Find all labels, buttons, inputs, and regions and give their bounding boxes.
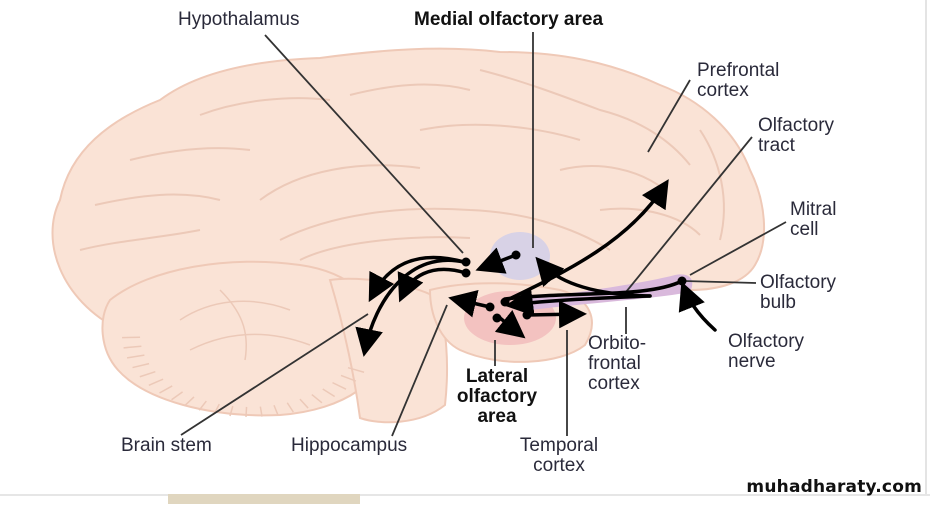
- page-edge-right: [925, 0, 927, 494]
- brain-stem-shape: [330, 279, 447, 423]
- figure-caption-tab: [168, 494, 360, 504]
- neuron-dot: [678, 277, 687, 286]
- label-prefrontal-cortex: Prefrontal cortex: [697, 61, 779, 101]
- pathway-olfactory-nerve: [684, 288, 715, 330]
- label-temporal-cortex: Temporal cortex: [498, 436, 620, 476]
- neuron-dot: [523, 311, 532, 320]
- label-olfactory-bulb: Olfactory bulb: [760, 273, 836, 313]
- label-olfactory-tract: Olfactory tract: [758, 116, 834, 156]
- label-hippocampus: Hippocampus: [291, 436, 407, 456]
- pathway-lateral-to-orbitofrontal: [527, 314, 580, 315]
- label-olfactory-nerve: Olfactory nerve: [728, 332, 804, 372]
- label-medial-olfactory-area: Medial olfactory area: [414, 10, 603, 30]
- neuron-dot: [493, 314, 502, 323]
- cerebellum-folium: [246, 407, 247, 417]
- label-brain-stem: Brain stem: [121, 436, 212, 456]
- neuron-dot: [462, 269, 471, 278]
- label-mitral-cell: Mitral cell: [790, 200, 836, 240]
- label-hypothalamus: Hypothalamus: [178, 10, 299, 30]
- neuron-dot: [512, 251, 521, 260]
- label-lateral-olfactory-area: Lateral olfactory area: [434, 367, 560, 427]
- neuron-dot: [486, 303, 495, 312]
- brain-outline: [53, 49, 765, 423]
- watermark: muhadharaty.com: [746, 477, 922, 497]
- label-orbitofrontal-cortex: Orbito- frontal cortex: [588, 334, 646, 394]
- neuron-dot: [501, 298, 510, 307]
- neuron-dot: [462, 258, 471, 267]
